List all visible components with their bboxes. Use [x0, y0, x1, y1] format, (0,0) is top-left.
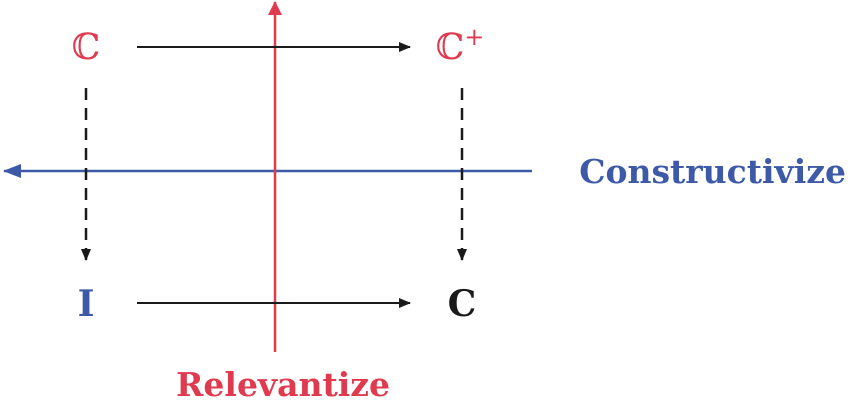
node-bottom-left: I [78, 283, 95, 325]
node-bottom-right: C [448, 283, 477, 325]
relevantize-label: Relevantize [176, 365, 390, 402]
node-top-right-base: ℂ [436, 27, 465, 68]
node-top-right-superscript: + [464, 23, 484, 51]
node-top-right: ℂ+ [436, 23, 485, 68]
node-top-left: ℂ [72, 27, 101, 68]
constructivize-label: Constructivize [579, 152, 846, 191]
